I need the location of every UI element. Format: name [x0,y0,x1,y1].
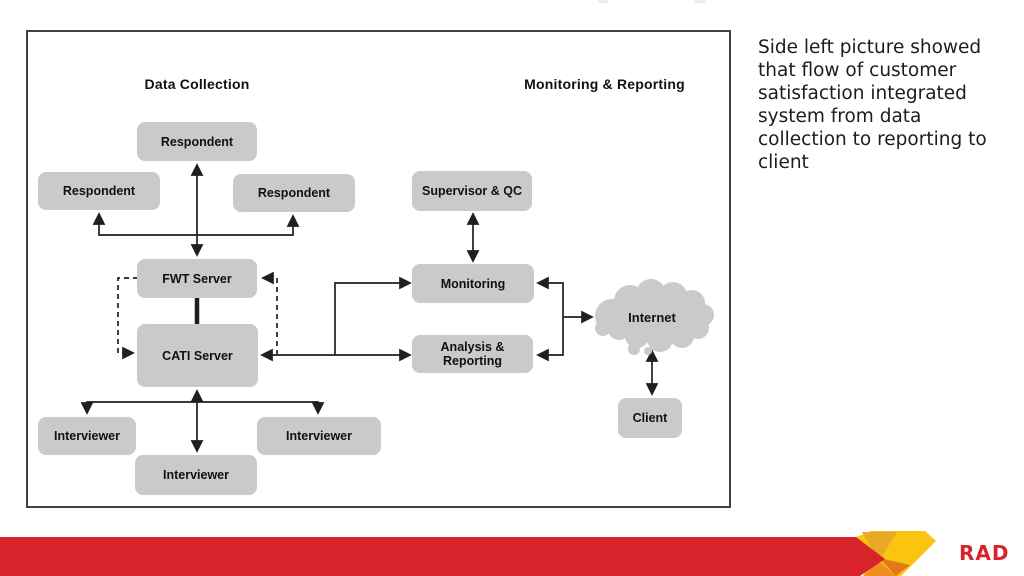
node-supervisor-qc: Supervisor & QC [412,171,532,211]
cropped-title-artifact-left [598,0,608,3]
node-respondent-right: Respondent [233,174,355,212]
node-fwt-server: FWT Server [137,259,257,298]
node-analysis-reporting: Analysis & Reporting [412,335,533,373]
node-monitoring: Monitoring [412,264,534,303]
heading-data-collection: Data Collection [144,76,250,92]
rad-logo-mark [856,531,936,576]
heading-monitoring-reporting: Monitoring & Reporting [524,76,685,92]
node-respondent-top: Respondent [137,122,257,161]
rad-logo-text: RAD [959,541,1010,565]
footer-red-banner [0,537,860,576]
side-note-text: Side left picture showed that flow of cu… [758,37,987,173]
node-client: Client [618,398,682,438]
internet-label: Internet [628,309,676,325]
node-interviewer-mid: Interviewer [135,455,257,495]
node-interviewer-left: Interviewer [38,417,136,455]
node-interviewer-right: Interviewer [257,417,381,455]
cropped-title-artifact-right [695,0,705,3]
node-cati-server: CATI Server [137,324,258,387]
node-respondent-left: Respondent [38,172,160,210]
